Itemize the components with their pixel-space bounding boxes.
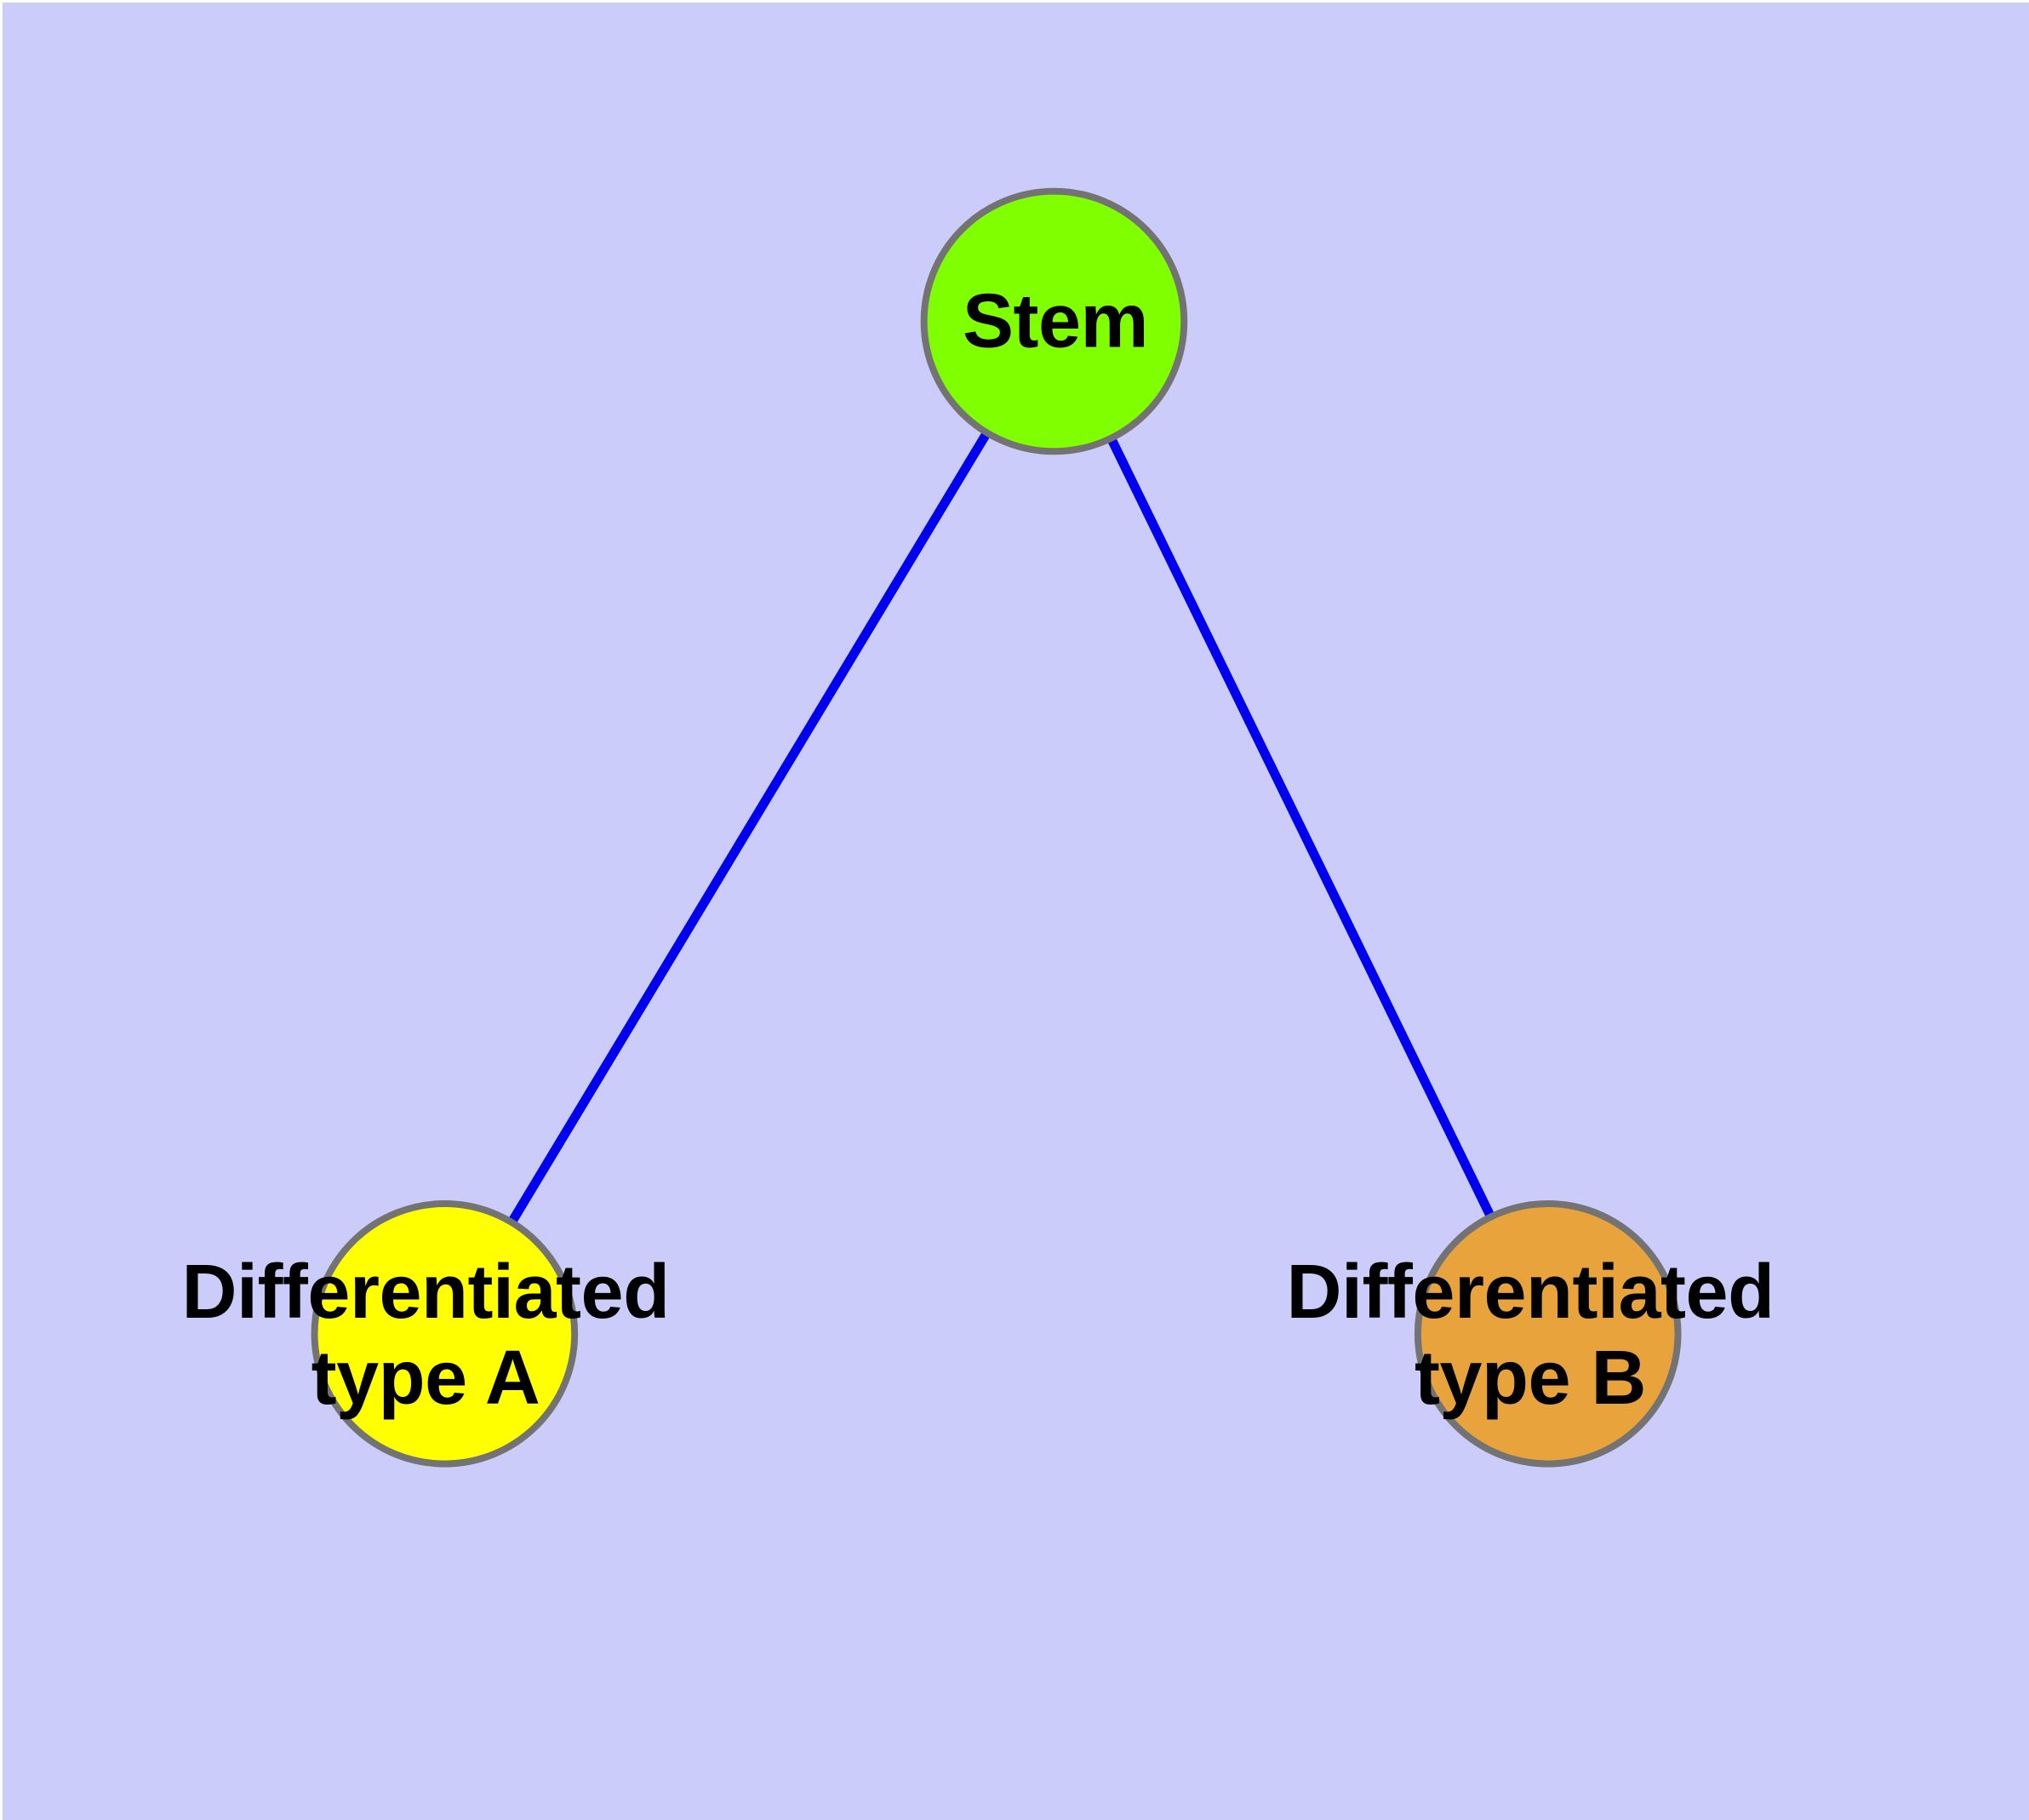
graph-edge-stem-to-a	[507, 430, 992, 1225]
graph-node-diff_b[interactable]	[1414, 1200, 1682, 1468]
graph-node-diff_a[interactable]	[311, 1200, 579, 1468]
graph-node-stem[interactable]	[920, 187, 1188, 455]
graph-svg	[311, 187, 1682, 1468]
graph-edge-stem-to-b	[1106, 436, 1495, 1219]
edge-layer	[507, 430, 1495, 1225]
node-layer	[311, 187, 1682, 1468]
